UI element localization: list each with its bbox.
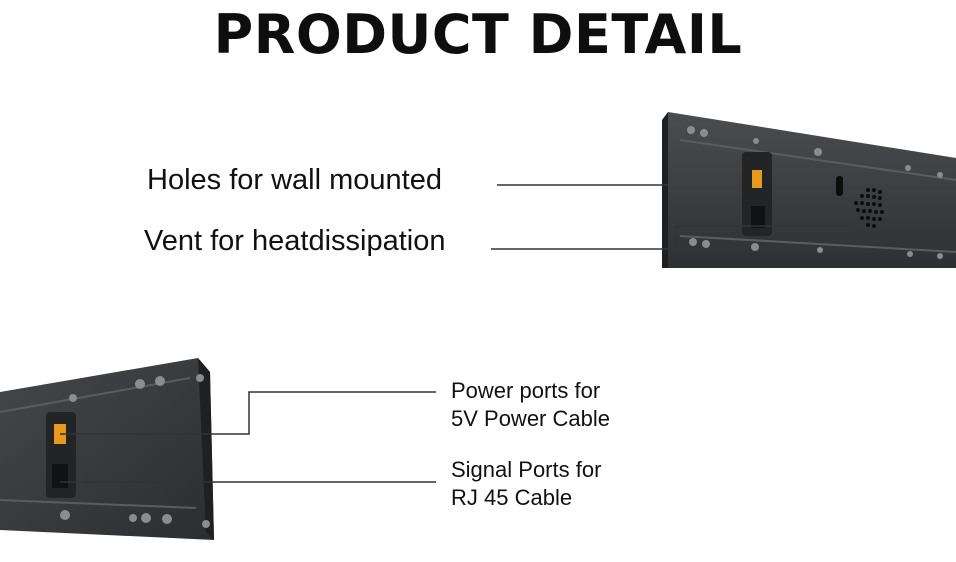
- callout-power-line-1: Power ports for: [451, 378, 601, 403]
- callout-signal-line-2: RJ 45 Cable: [451, 485, 573, 510]
- callout-power-ports: Power ports for 5V Power Cable: [451, 377, 610, 433]
- top-panel-image: [662, 112, 956, 268]
- leader-power: [60, 391, 436, 435]
- leader-lines: [60, 184, 850, 483]
- bottom-signal-port: [52, 464, 68, 488]
- callout-signal-ports: Signal Ports for RJ 45 Cable: [451, 456, 601, 512]
- wall-mount-hole: [836, 176, 843, 196]
- callout-wall-holes: Holes for wall mounted: [147, 164, 442, 196]
- callout-vent: Vent for heatdissipation: [144, 225, 446, 257]
- top-power-port: [752, 170, 762, 188]
- top-signal-port: [751, 206, 765, 228]
- page-title: PRODUCT DETAIL: [213, 3, 743, 66]
- bottom-screws: [60, 374, 210, 528]
- top-screws: [687, 126, 943, 259]
- callout-signal-line-1: Signal Ports for: [451, 457, 602, 482]
- callout-power-line-2: 5V Power Cable: [451, 406, 610, 431]
- bottom-panel-image: [0, 358, 214, 540]
- vent-holes: [854, 188, 884, 228]
- bottom-panel-body: [0, 358, 214, 540]
- top-panel-body: [662, 112, 956, 268]
- leader-vent: [491, 225, 850, 250]
